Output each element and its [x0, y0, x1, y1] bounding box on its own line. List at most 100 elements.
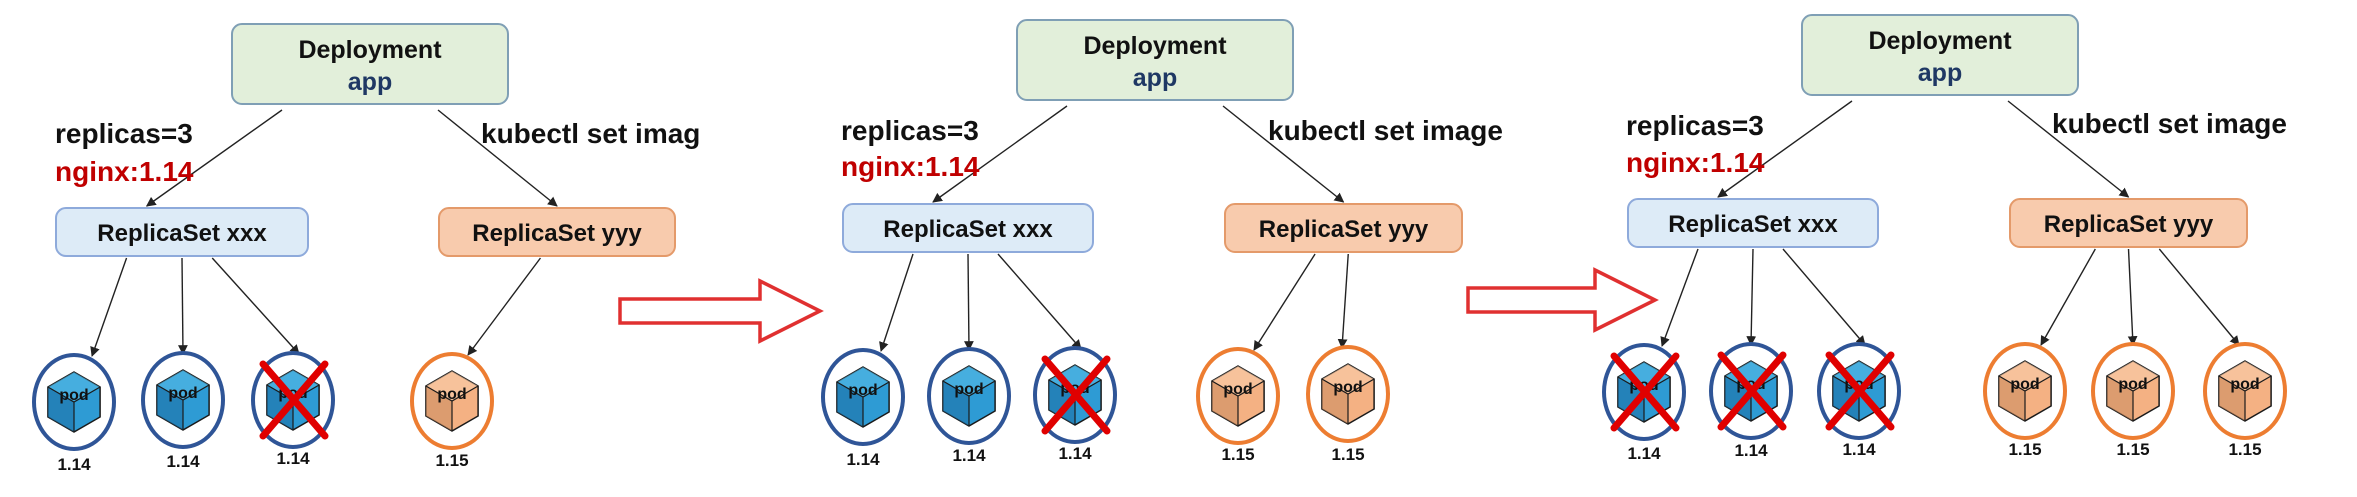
connector-rs-old-pod [90, 257, 128, 357]
replicaset-new-label: ReplicaSet yyy [2044, 211, 2214, 238]
connector-deployment-rs-old [932, 105, 1068, 203]
pod-version: 1.15 [435, 451, 468, 470]
pod-label: pod [168, 385, 197, 402]
replicaset-new: ReplicaSet yyy [1224, 203, 1463, 253]
replicaset-new-rect [1224, 203, 1463, 253]
cross-icon [1825, 351, 1895, 431]
pod-version: 1.14 [846, 450, 880, 469]
replicas-text: replicas=3 [1626, 110, 1764, 141]
cube-edges [425, 385, 479, 431]
pod-label: pod [954, 381, 983, 398]
pod-version: 1.15 [2116, 440, 2149, 459]
replicaset-new: ReplicaSet yyy [438, 207, 676, 257]
connector-rs-new-pod [467, 257, 542, 356]
panel-2: Deploymentappreplicas=3nginx:1.14kubectl… [841, 19, 1503, 253]
replicas-text: replicas=3 [55, 118, 193, 149]
pod-4: pod 1.15 [410, 352, 494, 470]
pod-version: 1.14 [1627, 444, 1661, 463]
cube-side-left [425, 386, 452, 431]
replicaset-new-rect [2009, 198, 2248, 248]
replicaset-old-label: ReplicaSet xxx [883, 216, 1053, 243]
connector-rs-new-pod [2040, 248, 2096, 346]
cube-edges [1998, 375, 2052, 421]
pod-version: 1.14 [1842, 440, 1876, 459]
cube-edges [942, 380, 996, 426]
pod-label: pod [2010, 376, 2039, 393]
cube-edges [2106, 375, 2160, 421]
pod-version: 1.15 [1331, 445, 1364, 464]
pod-label: pod [2118, 376, 2147, 393]
pod-version: 1.14 [1058, 444, 1092, 463]
cube-edges [156, 384, 210, 430]
connector-rs-old-pod [178, 257, 188, 355]
cube-top [1048, 365, 1102, 395]
connector-lines [90, 100, 2240, 357]
connector-rs-new-pod [1337, 253, 1349, 349]
replicaset-new-label: ReplicaSet yyy [472, 220, 642, 247]
cross-icon [259, 360, 329, 440]
pod-label: pod [2230, 376, 2259, 393]
deployment-title: Deployment [1868, 27, 2012, 55]
cube-top [1321, 364, 1375, 394]
replicaset-old-label: ReplicaSet xxx [97, 220, 267, 247]
command-text: kubectl set image [2052, 108, 2287, 139]
pod-label: pod [1223, 381, 1252, 398]
transition-arrow-2 [1466, 267, 1659, 333]
transition-arrow-1 [618, 278, 824, 344]
connector-rs-new-pod [2127, 248, 2138, 346]
cube-side-left [156, 385, 183, 430]
image-text: nginx:1.14 [1626, 147, 1765, 178]
pod-label: pod [59, 387, 88, 404]
command-text: kubectl set imag [481, 118, 700, 149]
cube-side-left [266, 385, 293, 430]
pod-5: pod 1.15 [2091, 342, 2175, 459]
replicaset-new-label: ReplicaSet yyy [1259, 216, 1429, 243]
connector-rs-old-pod [1660, 248, 1699, 347]
connector-deployment-rs-new [437, 109, 558, 207]
connector-rs-new-pod [2158, 248, 2240, 346]
pod-label: pod [437, 386, 466, 403]
connector-deployment-rs-old [1717, 100, 1853, 198]
replicaset-new: ReplicaSet yyy [2009, 198, 2248, 248]
cube-edges [47, 386, 101, 432]
connector-rs-old-pod [964, 253, 974, 351]
connector-rs-old-pod [211, 257, 300, 355]
deployment-subtitle: app [1918, 59, 1962, 87]
image-text: nginx:1.14 [55, 156, 194, 187]
replicas-text: replicas=3 [841, 115, 979, 146]
replicaset-old-rect [1627, 198, 1879, 248]
replicaset-old-rect [55, 207, 309, 257]
deployment-subtitle: app [1133, 64, 1177, 92]
replicaset-new-rect [438, 207, 676, 257]
replicaset-old-label: ReplicaSet xxx [1668, 211, 1838, 238]
connector-rs-new-pod [1253, 253, 1316, 351]
connector-deployment-rs-new [2007, 100, 2130, 198]
pod-version: 1.14 [57, 455, 91, 474]
deployment-box: Deployment app [231, 23, 509, 105]
deployment-title: Deployment [298, 36, 442, 64]
panel-3: Deployment app replicas=3 nginx:1.14 kubectl… [1626, 14, 2287, 248]
replicaset-old-rect [842, 203, 1094, 253]
image-text: nginx:1.14 [841, 151, 980, 182]
deployment-rect [1801, 14, 2079, 96]
pod-version: 1.14 [276, 449, 310, 468]
cube-side-left [2106, 376, 2133, 421]
cube-edges [1321, 378, 1375, 424]
cube-top [1211, 366, 1265, 396]
pod-1: pod 1.14 [32, 353, 116, 474]
panel-1: Deployment app replicas=3 nginx:1.14 kubectl… [55, 23, 700, 257]
deployment-box: Deployment app [1801, 14, 2079, 96]
deployment-subtitle: app [348, 68, 392, 96]
